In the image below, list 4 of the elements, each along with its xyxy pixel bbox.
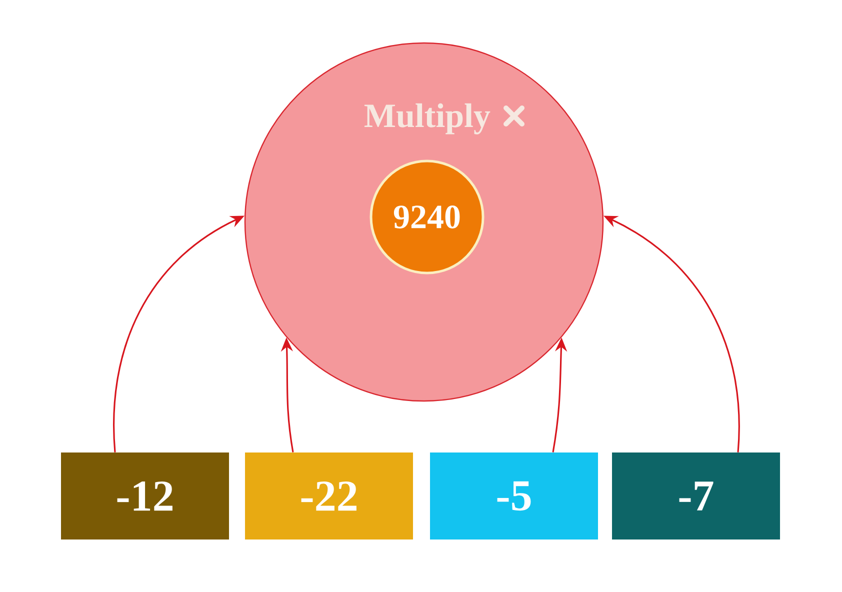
number-box: -22 bbox=[245, 452, 413, 540]
number-box: -7 bbox=[612, 452, 780, 540]
number-box: -5 bbox=[430, 452, 598, 540]
number-box: -12 bbox=[61, 452, 229, 540]
